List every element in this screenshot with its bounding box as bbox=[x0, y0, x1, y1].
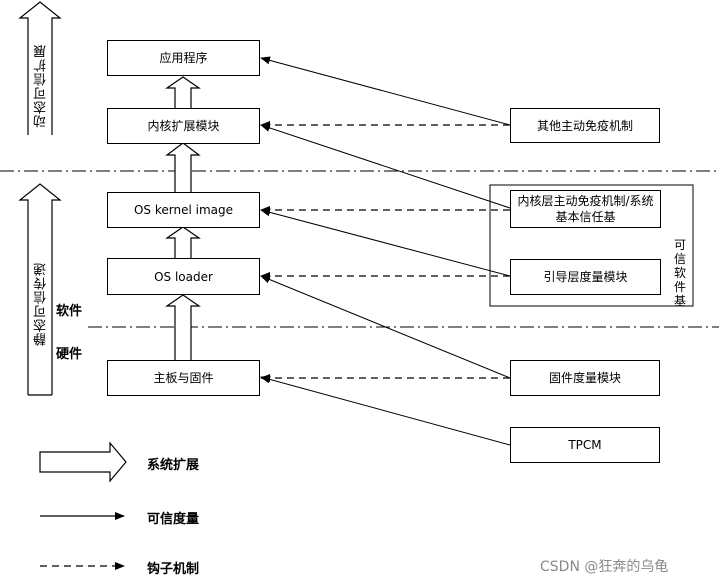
dynamic-extension-arrow bbox=[18, 1, 62, 135]
software-label: 软件 bbox=[56, 304, 83, 319]
static-transfer-arrow bbox=[18, 183, 62, 395]
legend-extension-label: 系统扩展 bbox=[147, 458, 200, 473]
measure-line-kernelimmune-to-ext bbox=[260, 124, 511, 209]
legend-extension-arrow-icon bbox=[39, 441, 127, 483]
legend-hook-label: 钩子机制 bbox=[147, 562, 200, 577]
trusted-software-base-label: 可信软件基 bbox=[673, 238, 686, 308]
os-kernel-box: OS kernel image bbox=[107, 192, 260, 228]
os-loader-box: OS loader bbox=[107, 258, 260, 295]
kernel-ext-box: 内核扩展模块 bbox=[107, 108, 260, 144]
watermark: CSDN @狂奔的乌龟 bbox=[540, 559, 669, 575]
measure-line-other-to-app bbox=[260, 56, 511, 126]
legend-measure-label: 可信度量 bbox=[147, 512, 200, 527]
measure-line-firmware-to-loader bbox=[260, 275, 511, 379]
dynamic-label: 动态可信扩展 bbox=[34, 44, 49, 128]
app-box: 应用程序 bbox=[107, 40, 260, 76]
up-arrow-ext-app bbox=[165, 76, 201, 108]
up-arrow-kernel-ext bbox=[165, 142, 201, 192]
up-arrow-board-loader bbox=[165, 294, 201, 360]
measure-line-boot-to-kernel bbox=[260, 208, 511, 277]
firmware-measure-box: 固件度量模块 bbox=[510, 360, 660, 396]
other-immune-box: 其他主动免疫机制 bbox=[510, 108, 660, 143]
up-arrow-loader-kernel bbox=[165, 226, 201, 258]
trusted-software-base-frame bbox=[489, 184, 694, 307]
board-firmware-box: 主板与固件 bbox=[107, 360, 260, 396]
hardware-label: 硬件 bbox=[56, 347, 83, 362]
tpcm-box: TPCM bbox=[510, 427, 660, 463]
measure-line-tpcm-to-board bbox=[260, 375, 511, 446]
kernel-immune-box: 内核层主动免疫机制/系统基本信任基 bbox=[510, 190, 661, 228]
static-label: 静态可信传递 bbox=[34, 262, 49, 346]
boot-measure-box: 引导层度量模块 bbox=[510, 259, 661, 295]
